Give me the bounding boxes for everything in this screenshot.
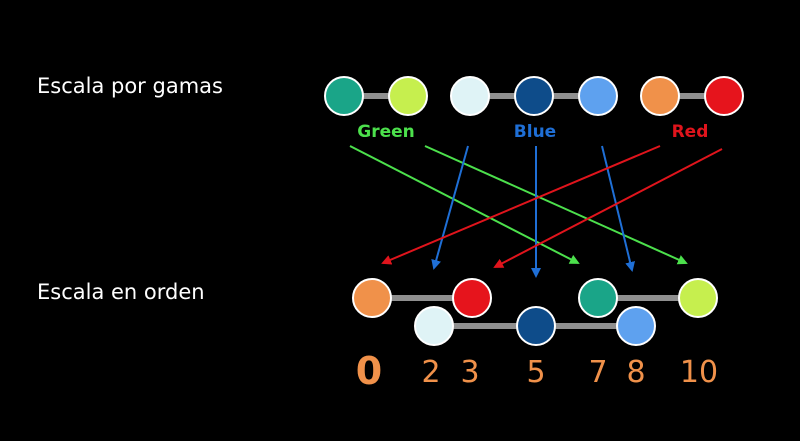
circle-sky [578,76,618,116]
arrow-red-red [493,148,723,268]
ordered-circle-sky [616,306,656,346]
scale-number-10: 10 [680,355,718,390]
ordered-circle-orange [352,278,392,318]
ordered-circle-teal [578,278,618,318]
arrow-blue-sky [601,145,635,272]
circle-navy [514,76,554,116]
arrow-green-lime [424,145,688,265]
arrow-blue-light-cyan [431,145,469,270]
ordered-circle-navy [516,306,556,346]
scale-number-5: 5 [526,355,545,390]
row-label-by-range: Escala por gamas [37,74,223,98]
ordered-circle-light-cyan [414,306,454,346]
group-title-red: Red [672,122,709,142]
scale-number-3: 3 [460,355,479,390]
arrow-red-orange [381,145,661,265]
group-title-blue: Blue [514,122,556,142]
group-title-green: Green [357,122,415,142]
circle-red [704,76,744,116]
scale-number-8: 8 [626,355,645,390]
circle-orange [640,76,680,116]
scale-number-0: 0 [356,349,382,393]
top-circles [324,76,744,116]
circle-lime [388,76,428,116]
ordered-circle-lime [678,278,718,318]
scale-number-7: 7 [588,355,607,390]
bottom-circles [352,278,718,346]
ordered-circle-red [452,278,492,318]
scale-number-2: 2 [421,355,440,390]
row-label-in-order: Escala en orden [37,280,205,304]
circle-light-cyan [450,76,490,116]
circle-teal [324,76,364,116]
